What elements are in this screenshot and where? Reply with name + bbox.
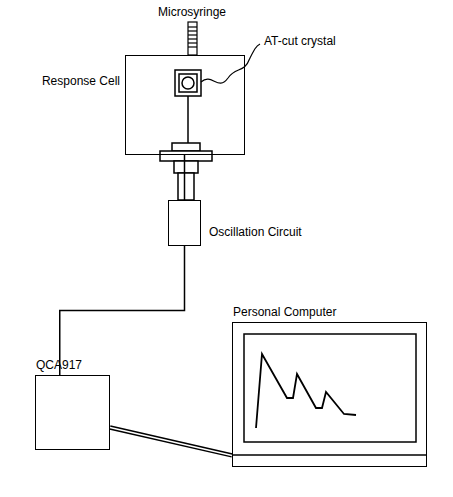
wire-line [184, 155, 186, 200]
wire [184, 155, 185, 200]
monitor-symbol [232, 334, 427, 455]
syringe-symbol [188, 22, 197, 55]
node-label: QCA917 [36, 358, 82, 372]
wire-line [110, 428, 232, 456]
response-cell: Response Cell [125, 55, 245, 155]
wire [60, 246, 185, 375]
wire-line [60, 246, 185, 375]
feedthrough-symbol [160, 143, 212, 200]
part-label: AT-cut crystal [264, 34, 336, 48]
node-label: Response Cell [42, 74, 120, 88]
leader-line [201, 44, 260, 83]
node-label: Personal Computer [233, 305, 336, 319]
computer-monitor: Personal Computer [232, 322, 427, 467]
wire [110, 428, 232, 456]
wire-line [110, 428, 232, 456]
node-label: Oscillation Circuit [209, 225, 302, 239]
crystal-symbol [175, 70, 201, 143]
part-label: Microsyringe [158, 5, 226, 19]
qca-box: QCA917 [35, 375, 110, 450]
oscillation-circuit-box: Oscillation Circuit [168, 200, 201, 246]
